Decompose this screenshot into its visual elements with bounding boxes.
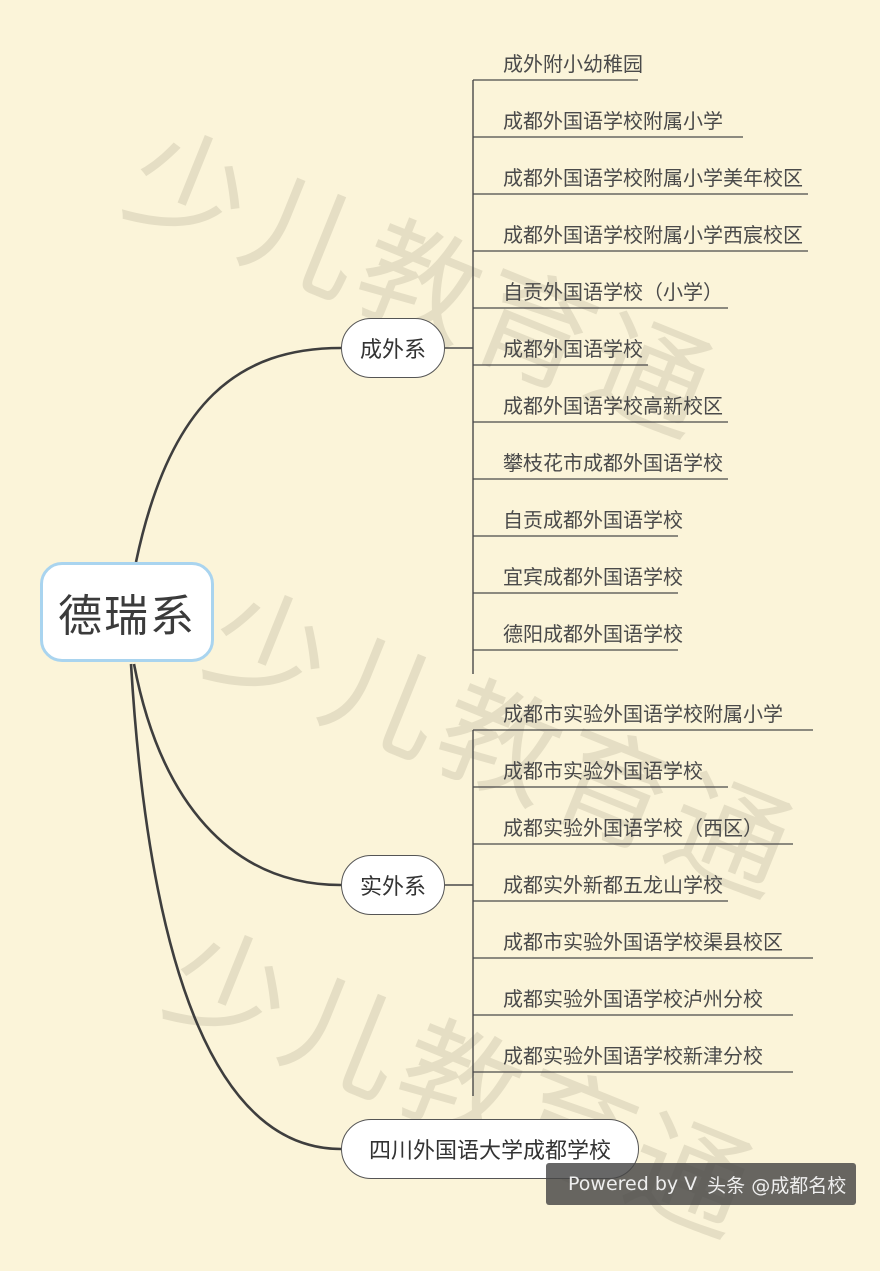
- root-node[interactable]: 德瑞系: [40, 562, 214, 662]
- powered-by-text: Powered by V: [568, 1173, 698, 1195]
- school-node[interactable]: 攀枝花市成都外国语学校: [503, 451, 723, 475]
- root-to-chengwai-curve: [134, 346, 342, 563]
- source-text: 头条 @成都名校: [707, 1174, 847, 1197]
- school-node[interactable]: 成都外国语学校附属小学: [503, 109, 723, 133]
- branch-node-chengwai[interactable]: 成外系: [341, 318, 445, 378]
- school-node[interactable]: 成都外国语学校附属小学美年校区: [503, 166, 803, 190]
- school-node[interactable]: 宜宾成都外国语学校: [503, 565, 683, 589]
- branch-node-shiwai[interactable]: 实外系: [341, 855, 445, 915]
- root-to-sisu-curve: [129, 663, 342, 1151]
- root-to-shiwai-curve: [132, 663, 342, 887]
- footer-credit: Powered by V 头条 @成都名校: [546, 1163, 856, 1205]
- school-node[interactable]: 德阳成都外国语学校: [503, 622, 683, 646]
- school-node[interactable]: 自贡外国语学校（小学）: [503, 280, 723, 304]
- school-node[interactable]: 成都外国语学校高新校区: [503, 394, 723, 418]
- branch-node-sisu-chengdu[interactable]: 四川外国语大学成都学校: [341, 1119, 639, 1179]
- school-node[interactable]: 成都市实验外国语学校附属小学: [503, 702, 783, 726]
- school-node[interactable]: 成都实验外国语学校（西区）: [503, 816, 763, 840]
- school-node[interactable]: 成都市实验外国语学校: [503, 759, 703, 783]
- school-node[interactable]: 成都外国语学校附属小学西宸校区: [503, 223, 803, 247]
- school-node[interactable]: 成外附小幼稚园: [503, 52, 643, 76]
- school-node[interactable]: 成都市实验外国语学校渠县校区: [503, 930, 783, 954]
- connector-lines: [129, 79, 813, 1151]
- school-node[interactable]: 成都实验外国语学校新津分校: [503, 1044, 763, 1068]
- school-node[interactable]: 自贡成都外国语学校: [503, 508, 683, 532]
- school-node[interactable]: 成都外国语学校: [503, 337, 643, 361]
- school-node[interactable]: 成都实验外国语学校泸州分校: [503, 987, 763, 1011]
- school-node[interactable]: 成都实外新都五龙山学校: [503, 873, 723, 897]
